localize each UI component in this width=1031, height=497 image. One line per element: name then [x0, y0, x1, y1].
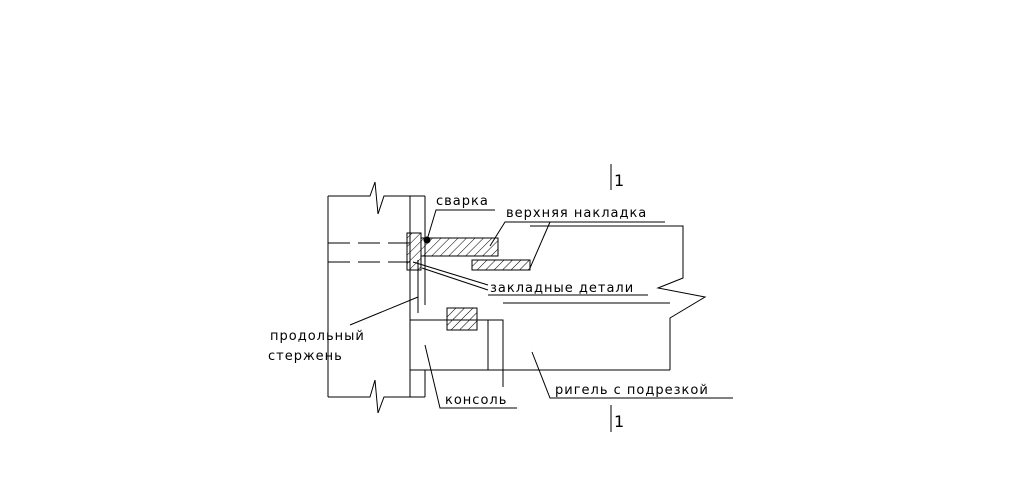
top-plate	[471, 259, 531, 271]
embedded-plate-column	[406, 232, 422, 271]
section-mark-bottom: 1	[614, 412, 624, 431]
label-corbel: консоль	[445, 393, 507, 408]
label-beam: ригель с подрезкой	[555, 383, 709, 398]
label-longitudinal-bar-2: стержень	[268, 349, 343, 364]
longitudinal-bar-dashed	[328, 242, 410, 263]
label-top-plate: верхняя накладка	[506, 206, 647, 221]
label-embedded-parts: закладные детали	[490, 281, 634, 296]
section-marks: 1 1	[610, 164, 624, 432]
section-mark-top: 1	[614, 171, 624, 190]
corbel	[410, 319, 670, 397]
welded-plate	[420, 237, 499, 257]
corbel-embedded-part	[446, 307, 478, 331]
label-longitudinal-bar-1: продольный	[270, 329, 365, 344]
leader-lines	[349, 209, 733, 409]
column	[327, 181, 426, 414]
beam	[503, 225, 707, 370]
label-welding: сварка	[436, 194, 489, 209]
